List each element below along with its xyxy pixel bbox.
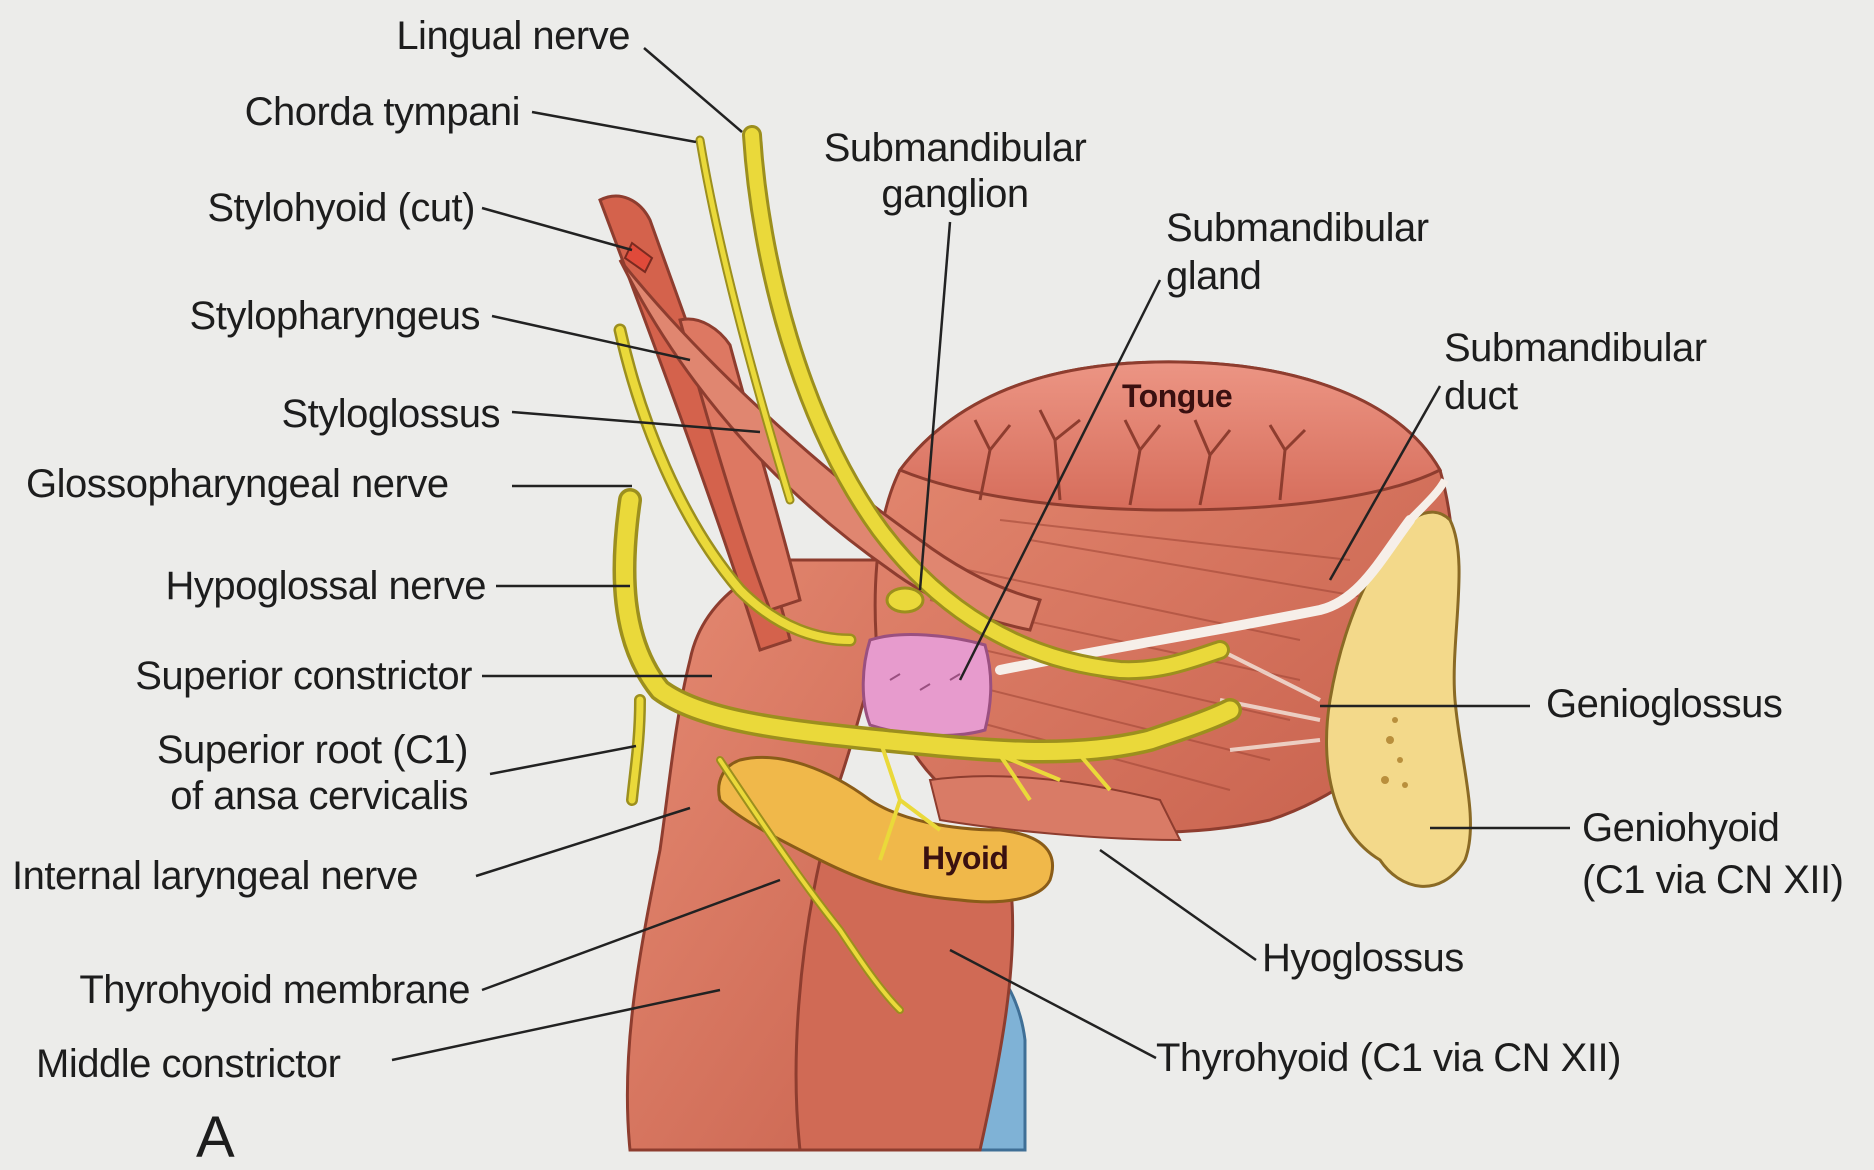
label-chorda-tympani: Chorda tympani [160, 88, 520, 136]
label-submandibular-duct-line2: duct [1444, 372, 1644, 420]
label-submandibular-ganglion-line1: Submandibular [790, 124, 1120, 172]
label-internal-laryngeal-nerve: Internal laryngeal nerve [12, 852, 482, 900]
label-superior-constrictor: Superior constrictor [60, 652, 472, 700]
label-submandibular-duct-line1: Submandibular [1444, 324, 1764, 372]
label-superior-root-line2: of ansa cervicalis [60, 772, 468, 820]
label-hyoid: Hyoid [922, 834, 1052, 882]
label-tongue: Tongue [1122, 372, 1282, 420]
label-submandibular-ganglion-line2: ganglion [790, 170, 1120, 218]
label-hypoglossal-nerve: Hypoglossal nerve [100, 562, 486, 610]
label-submandibular-gland-line2: gland [1166, 252, 1366, 300]
label-styloglossus: Styloglossus [200, 390, 500, 438]
submandibular-ganglion-shape [887, 588, 923, 612]
label-submandibular-gland-line1: Submandibular [1166, 204, 1486, 252]
label-lingual-nerve: Lingual nerve [300, 12, 630, 60]
label-glossopharyngeal-nerve: Glossopharyngeal nerve [26, 460, 506, 508]
label-genioglossus: Genioglossus [1546, 680, 1866, 728]
label-stylohyoid-cut: Stylohyoid (cut) [110, 184, 475, 232]
label-hyoglossus: Hyoglossus [1262, 934, 1562, 982]
label-geniohyoid-line1: Geniohyoid [1582, 804, 1872, 852]
label-superior-root-line1: Superior root (C1) [60, 726, 468, 774]
panel-letter: A [196, 1108, 256, 1168]
label-geniohyoid-line2: (C1 via CN XII) [1582, 856, 1872, 904]
label-thyrohyoid: Thyrohyoid (C1 via CN XII) [1156, 1034, 1696, 1082]
label-stylopharyngeus: Stylopharyngeus [100, 292, 480, 340]
label-middle-constrictor: Middle constrictor [36, 1040, 386, 1088]
label-thyrohyoid-membrane: Thyrohyoid membrane [30, 966, 470, 1014]
